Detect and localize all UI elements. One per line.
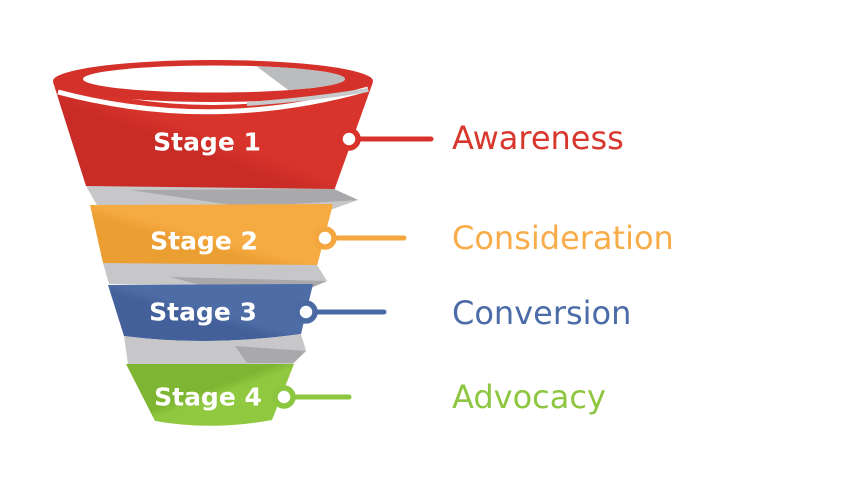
- ribbon1-dark: [130, 189, 358, 207]
- stage2-name-label: Consideration: [452, 219, 674, 257]
- stage3-band-label: Stage 3: [149, 298, 257, 327]
- stage1-band: [53, 82, 373, 198]
- stage2-band: [90, 204, 333, 271]
- stage1-connector-dot: [337, 127, 361, 151]
- stage2-connector-dot: [313, 226, 337, 250]
- funnel-stage-conversion: Stage 3 Conversion: [108, 284, 631, 342]
- stage3-band: [108, 284, 313, 342]
- funnel-stage-advocacy: Stage 4 Advocacy: [126, 364, 606, 426]
- stage1-band-label: Stage 1: [153, 128, 261, 157]
- stage4-name-label: Advocacy: [452, 378, 606, 416]
- stage2-band-label: Stage 2: [150, 227, 258, 256]
- stage4-band-label: Stage 4: [154, 383, 262, 412]
- stage4-band: [126, 364, 294, 426]
- rim-highlight: [57, 86, 369, 115]
- funnel-ribbon-1: [86, 186, 358, 210]
- funnel-ribbon-3: [124, 334, 306, 364]
- funnel-stage-consideration: Stage 2 Consideration: [90, 204, 674, 271]
- ribbon3-dark: [235, 346, 306, 363]
- stage4-connector-dot: [272, 385, 296, 409]
- stage3-name-label: Conversion: [452, 294, 631, 332]
- stage3-connector-dot: [294, 300, 318, 324]
- funnel-stage-awareness: Stage 1 Awareness: [53, 60, 624, 198]
- stage1-name-label: Awareness: [452, 119, 624, 157]
- rim-highlight-shadow: [246, 88, 369, 106]
